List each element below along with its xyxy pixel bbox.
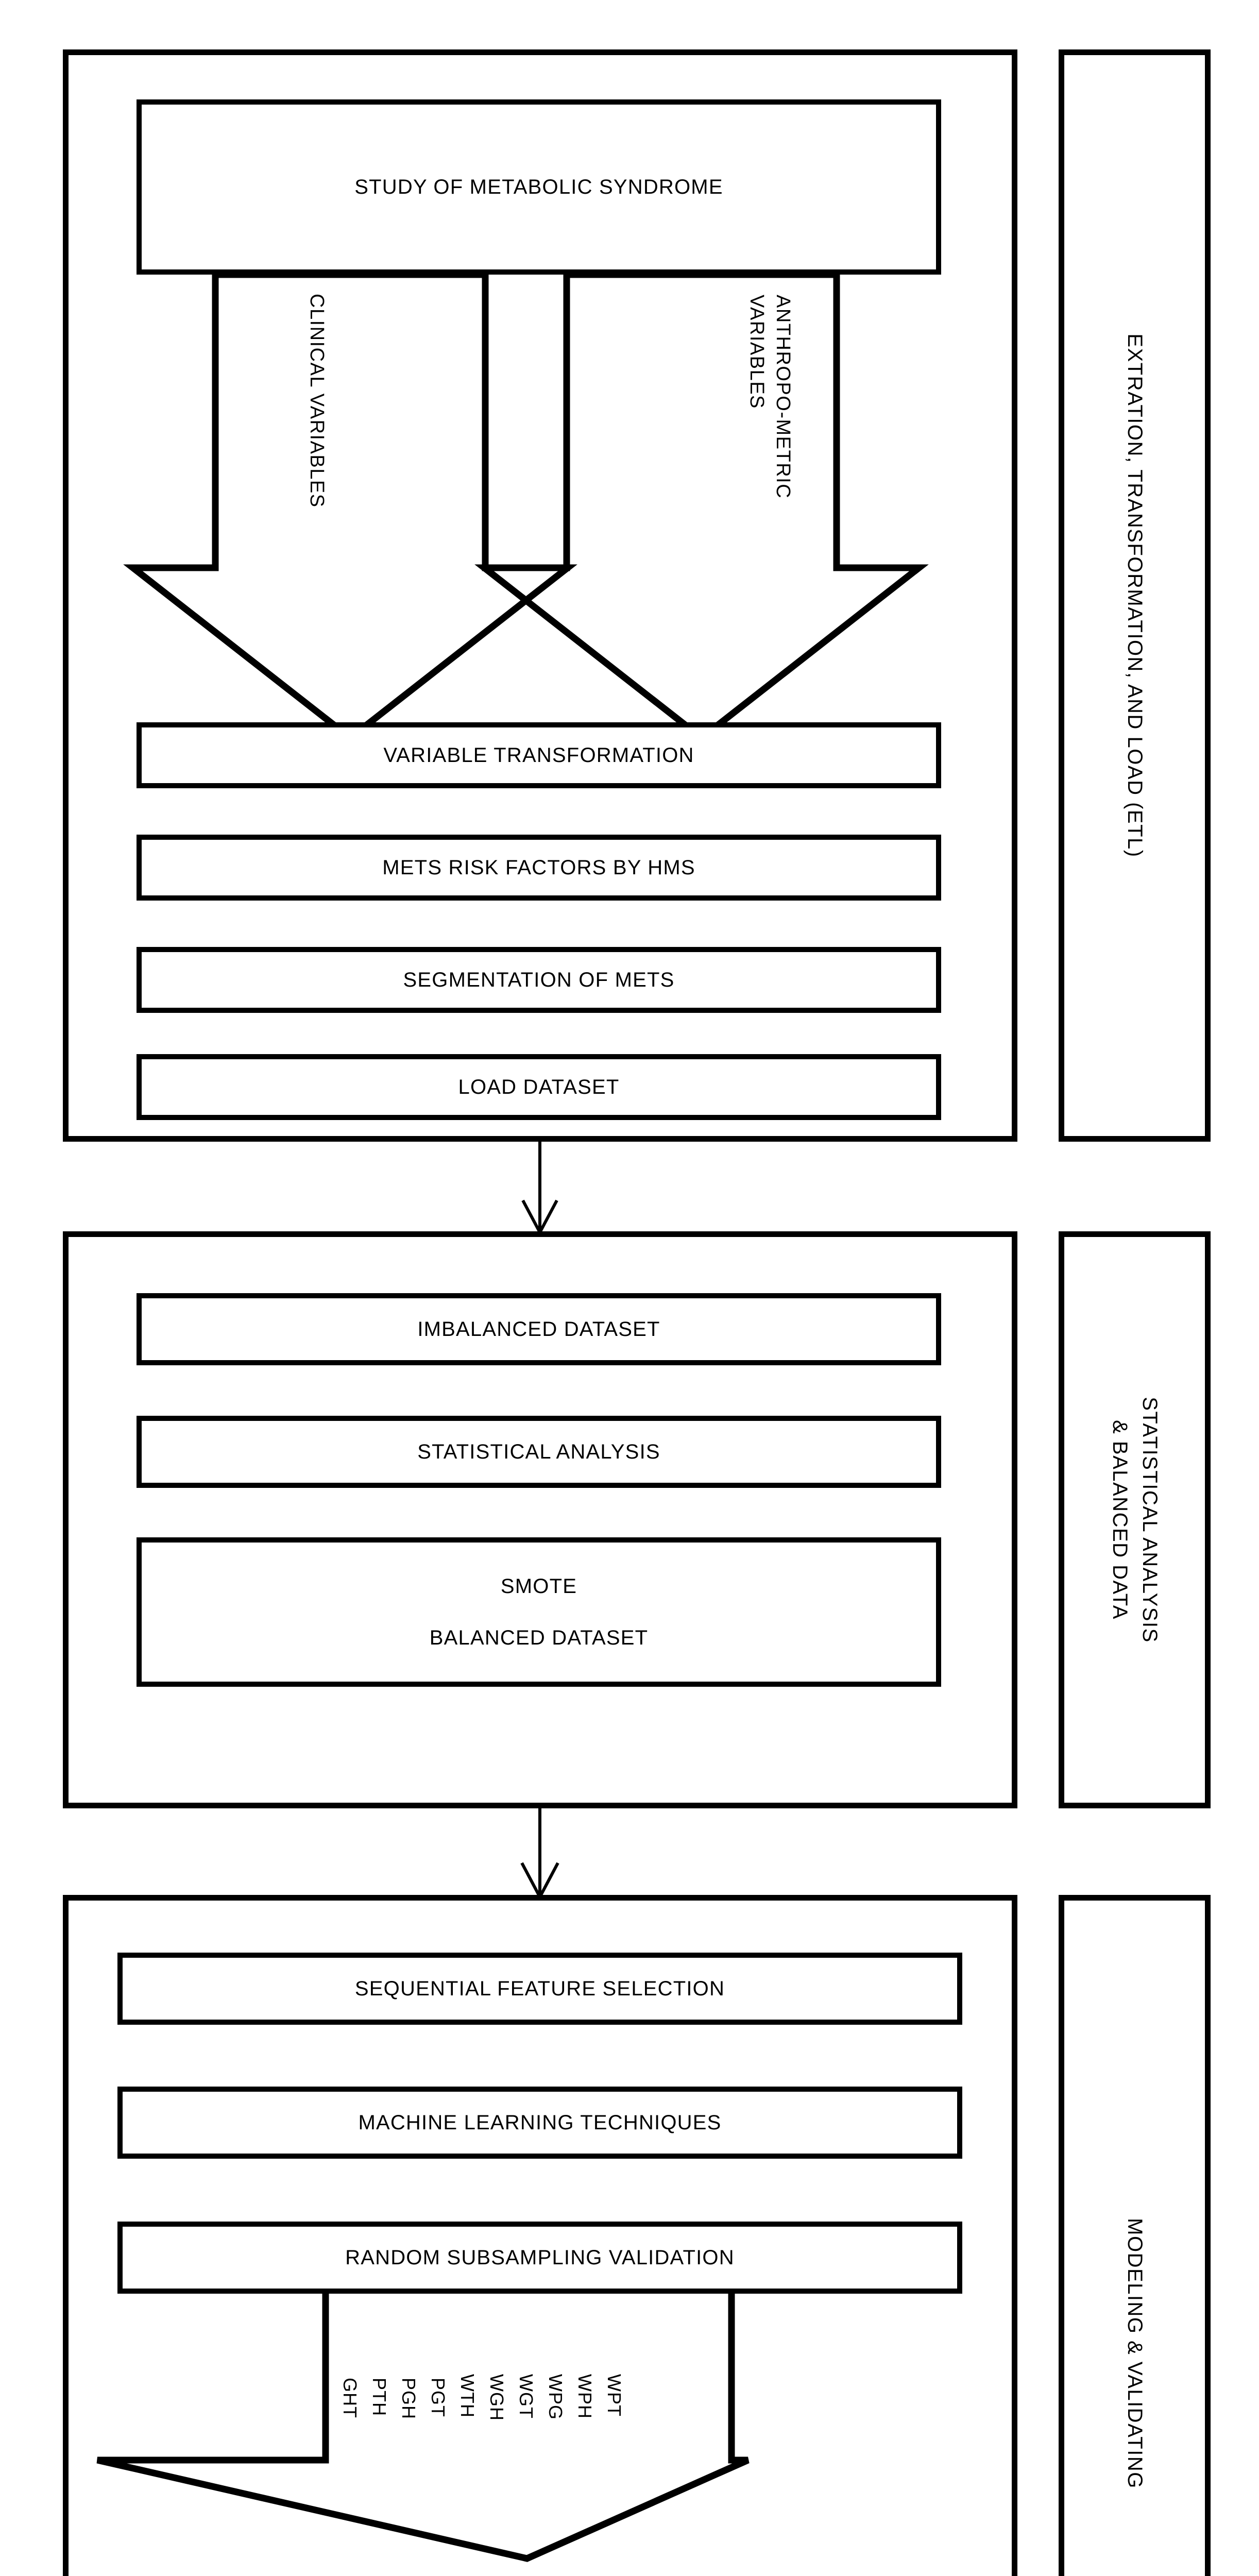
box-label: MACHINE LEARNING TECHNIQUES	[358, 2111, 722, 2134]
box-mets-risk-factors: METS RISK FACTORS BY HMS	[137, 835, 941, 901]
arrow-acronym-pth: PTH	[369, 2378, 390, 2416]
arrow-label-clinical-variables: CLINICAL VARIABLES	[306, 294, 328, 508]
arrow-acronym-wgh: WGH	[486, 2374, 507, 2421]
arrow-acronym-wgt: WGT	[516, 2374, 537, 2419]
box-variable-transformation: VARIABLE TRANSFORMATION	[137, 722, 941, 788]
box-label: LOAD DATASET	[458, 1076, 620, 1098]
arrow-acronym-pgh: PGH	[398, 2378, 419, 2420]
box-study-of-metabolic-syndrome: STUDY OF METABOLIC SYNDROME	[137, 99, 941, 275]
sidebar-panel-modeling: MODELING & VALIDATING	[1059, 1895, 1211, 2576]
arrow-acronym-wph: WPH	[574, 2374, 596, 2419]
box-label: STUDY OF METABOLIC SYNDROME	[354, 176, 723, 198]
box-label-line2: BALANCED DATASET	[429, 1626, 649, 1649]
box-label: SEGMENTATION OF METS	[403, 969, 675, 991]
sidebar-label-statistical: STATISTICAL ANALYSIS & BALANCED DATA	[1108, 1397, 1161, 1643]
box-imbalanced-dataset: IMBALANCED DATASET	[137, 1293, 941, 1365]
arrow-acronym-pgt: PGT	[428, 2378, 449, 2418]
arrow-acronym-wth: WTH	[457, 2374, 478, 2418]
sidebar-panel-statistical: STATISTICAL ANALYSIS & BALANCED DATA	[1059, 1231, 1211, 1808]
box-segmentation-of-mets: SEGMENTATION OF METS	[137, 947, 941, 1013]
box-smote-balanced-dataset: SMOTE BALANCED DATASET	[137, 1537, 941, 1687]
box-statistical-analysis: STATISTICAL ANALYSIS	[137, 1416, 941, 1488]
box-label-line1: SMOTE	[500, 1575, 577, 1598]
arrow-acronym-wpt: WPT	[604, 2374, 625, 2417]
arrow-acronym-wpg: WPG	[545, 2374, 566, 2420]
box-label: RANDOM SUBSAMPLING VALIDATION	[345, 2246, 735, 2269]
box-load-dataset: LOAD DATASET	[137, 1054, 941, 1120]
sidebar-label-etl: EXTRATION, TRANSFORMATION, AND LOAD (ETL…	[1123, 333, 1146, 858]
box-label: METS RISK FACTORS BY HMS	[382, 856, 695, 879]
box-label: STATISTICAL ANALYSIS	[417, 1440, 660, 1463]
arrow-label-anthropometric-variables: ANTHROPO-METRIC VARIABLES	[745, 295, 794, 499]
box-random-subsampling-validation: RANDOM SUBSAMPLING VALIDATION	[117, 2222, 962, 2294]
box-label: IMBALANCED DATASET	[417, 1318, 660, 1341]
sidebar-panel-etl: EXTRATION, TRANSFORMATION, AND LOAD (ETL…	[1059, 49, 1211, 1142]
box-sequential-feature-selection: SEQUENTIAL FEATURE SELECTION	[117, 1953, 962, 2025]
box-machine-learning-techniques: MACHINE LEARNING TECHNIQUES	[117, 2087, 962, 2159]
box-label: VARIABLE TRANSFORMATION	[383, 744, 694, 767]
arrow-acronym-ght: GHT	[339, 2378, 361, 2418]
box-label: SEQUENTIAL FEATURE SELECTION	[354, 1977, 725, 2000]
sidebar-label-modeling: MODELING & VALIDATING	[1123, 2218, 1146, 2489]
